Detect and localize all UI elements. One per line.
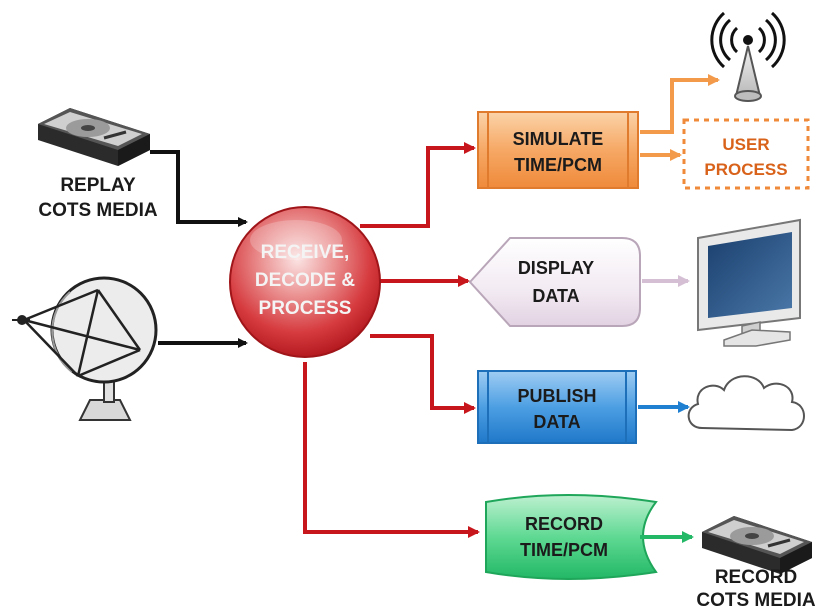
- display-label-line1: DISPLAY: [518, 258, 594, 278]
- antenna-icon: [710, 11, 786, 102]
- replay-media-label-line2: COTS MEDIA: [38, 200, 158, 221]
- record-label-line2: TIME/PCM: [520, 540, 608, 560]
- hub-label-line2: DECODE &: [255, 270, 356, 291]
- publish-label-line2: DATA: [533, 412, 580, 432]
- hub-label-line3: PROCESS: [259, 298, 352, 319]
- replay-media-label-line1: REPLAY: [60, 175, 136, 196]
- user-process-label-line2: PROCESS: [704, 160, 787, 179]
- record-media-label-line2: COTS MEDIA: [696, 590, 816, 611]
- hub-label-line1: RECEIVE,: [261, 242, 350, 263]
- receive-decode-process-node: RECEIVE, DECODE & PROCESS: [229, 206, 381, 358]
- satellite-dish-icon: [12, 276, 158, 421]
- publish-data-node: PUBLISH DATA: [477, 370, 637, 444]
- publish-label-line1: PUBLISH: [517, 386, 596, 406]
- display-label-line2: DATA: [532, 286, 579, 306]
- simulate-time-pcm-node: SIMULATE TIME/PCM: [477, 111, 639, 189]
- monitor-icon: [697, 218, 801, 347]
- display-data-node: DISPLAY DATA: [468, 237, 641, 327]
- user-process-node: USER PROCESS: [682, 118, 810, 190]
- record-media-label-line1: RECORD: [715, 567, 797, 588]
- simulate-arrows: [640, 74, 720, 161]
- record-hard-drive-icon: [702, 516, 812, 574]
- hub-arrows: [303, 142, 480, 538]
- cloud-icon: [687, 375, 805, 432]
- simulate-label-line1: SIMULATE: [513, 129, 604, 149]
- replay-hard-drive-icon: [38, 108, 150, 166]
- record-time-pcm-node: RECORD TIME/PCM: [485, 494, 658, 580]
- user-process-label-line1: USER: [722, 135, 769, 154]
- record-label-line1: RECORD: [525, 514, 603, 534]
- simulate-label-line2: TIME/PCM: [514, 155, 602, 175]
- input-arrows: [150, 150, 248, 348]
